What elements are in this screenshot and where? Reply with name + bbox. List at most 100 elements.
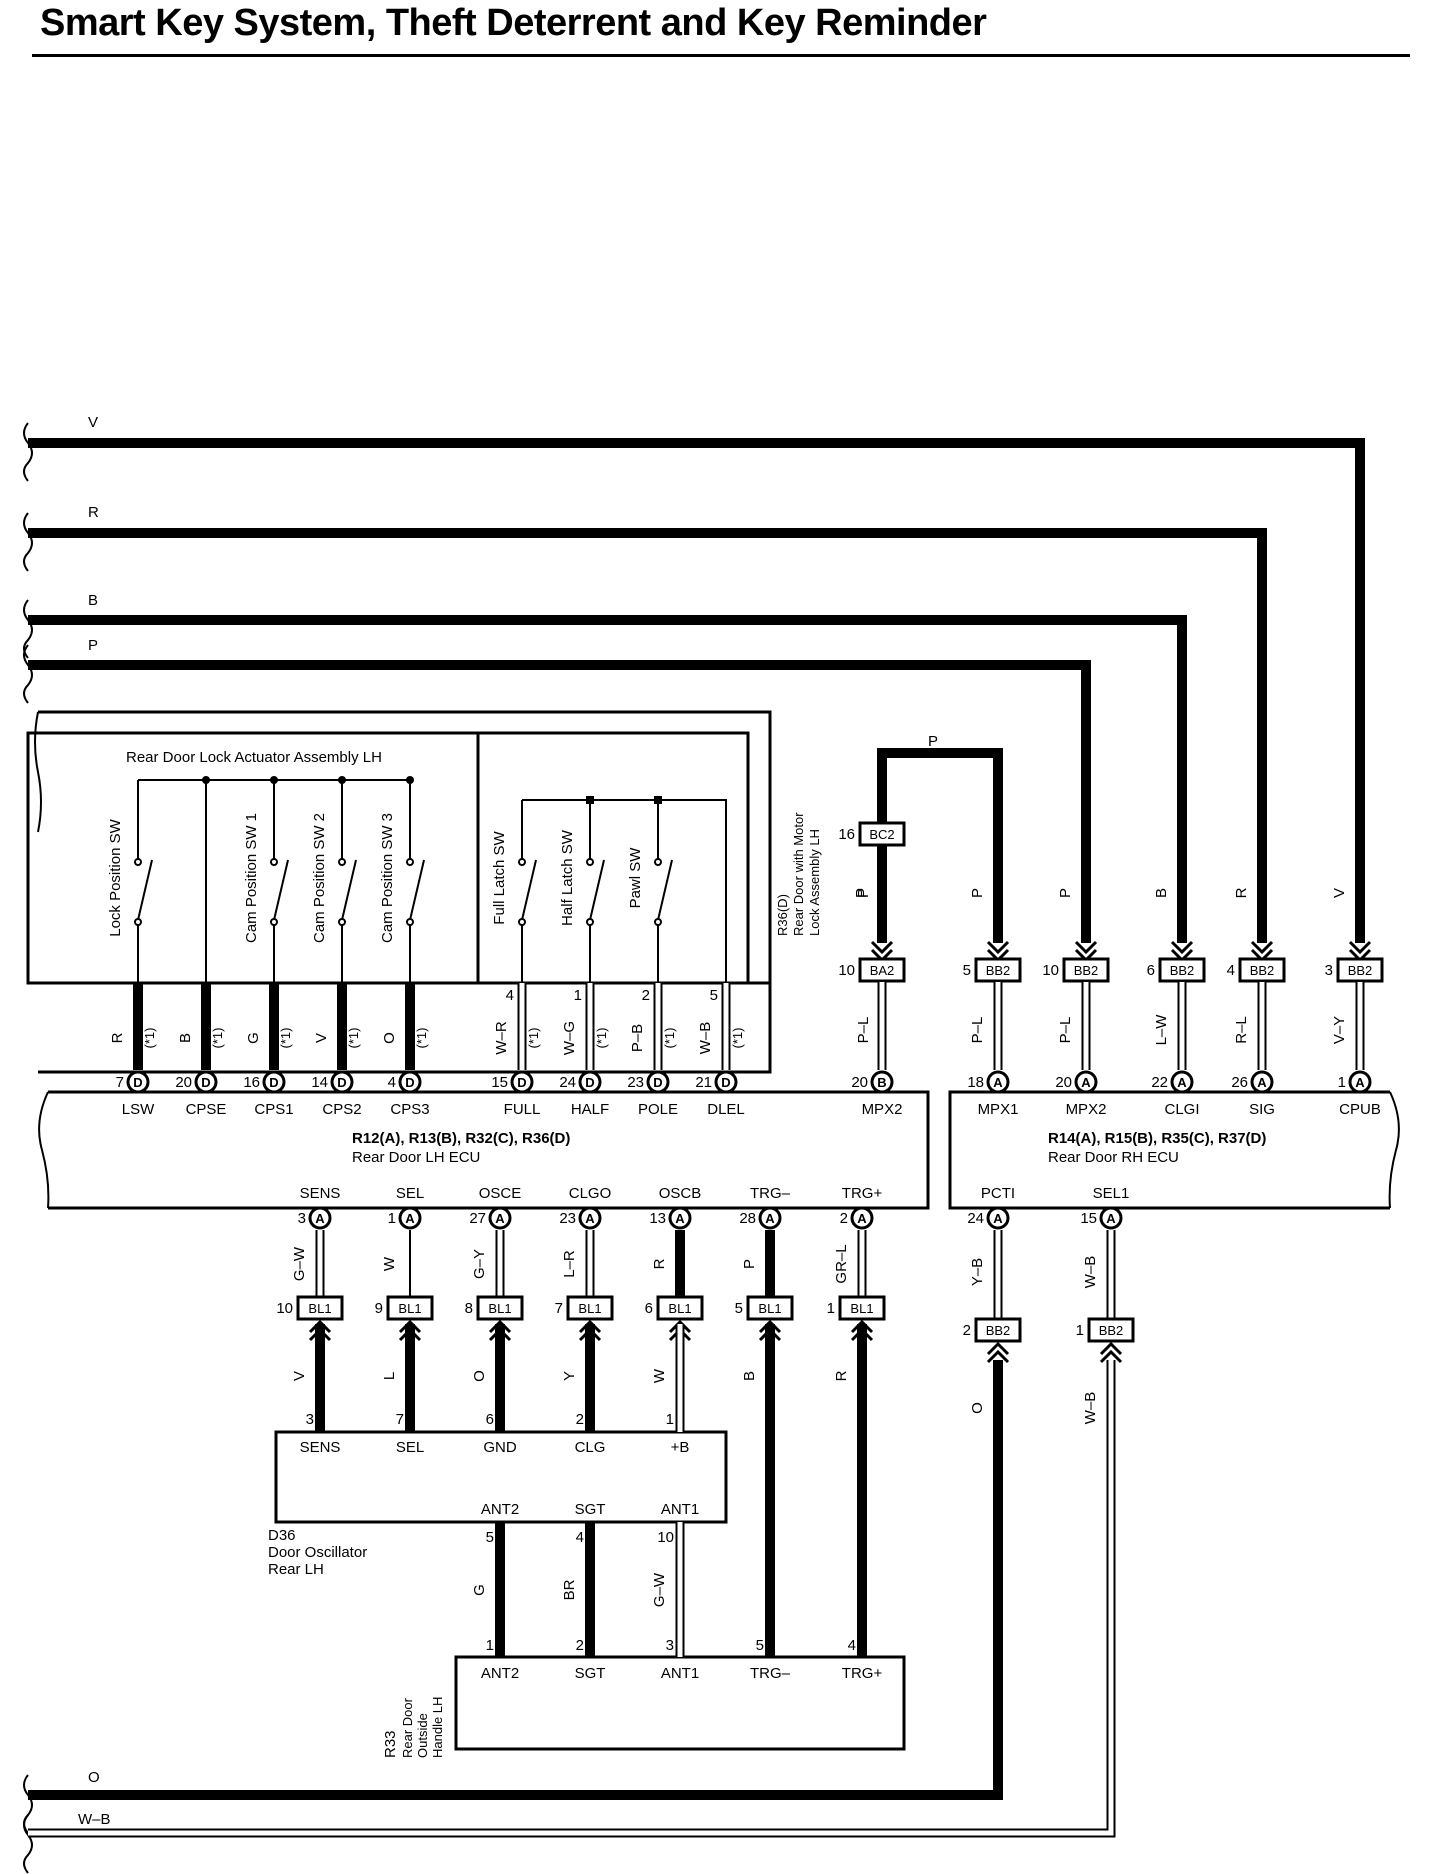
lh-bottom-pin-num: 3 (298, 1210, 306, 1227)
rh-top-wire-color: R–L (1233, 1016, 1250, 1044)
bl1-connector-num: 9 (375, 1300, 383, 1317)
latch-label: Half Latch SW (559, 829, 576, 926)
bc2-wire-color: P (855, 888, 872, 898)
wire-r (28, 528, 1267, 943)
bl1-connector-num: 6 (645, 1300, 653, 1317)
upper-connector-arrow (1250, 940, 1274, 963)
lh-top-pin-circle (262, 1070, 286, 1094)
upper-connector-num: 4 (1227, 962, 1235, 979)
rh-top-pin-conn: A (1177, 1075, 1187, 1090)
rh-top-pin-circle (1170, 1070, 1194, 1094)
lh-top-pin-num: 16 (243, 1074, 260, 1091)
bus-wire-breaks (23, 422, 33, 1874)
rh-top-pin-circle (1074, 1070, 1098, 1094)
rh-top-pin-conn: A (1355, 1075, 1365, 1090)
lh-bottom-pin-name: OSCB (659, 1185, 702, 1202)
latch-common-bus (522, 799, 727, 983)
wire-p (28, 660, 1091, 943)
wire-v (28, 438, 1365, 943)
lh-ecu-code: R12(A), R13(B), R32(C), R36(D) (352, 1130, 570, 1147)
actuator-ref-name-1: Rear Door with Motor (791, 812, 806, 936)
upper-connector-label: BA2 (870, 963, 895, 978)
osc-bottom-pin-num: 4 (576, 1529, 584, 1546)
switch-contact (406, 918, 414, 926)
osc-top-pin-num: 1 (666, 1411, 674, 1428)
mpx2-wire-color: P–L (855, 1017, 872, 1044)
upper-wire-color: P (969, 888, 986, 898)
bc2-connector-box (858, 821, 906, 847)
handle-pin-name: TRG– (750, 1665, 791, 1682)
lh-bottom-wire-color: G–Y (471, 1249, 488, 1279)
lh-bottom-pin-num: 1 (388, 1210, 396, 1227)
lh-top-wire-note: (*1) (414, 1028, 429, 1049)
lh-bottom-wire-color: GR–L (833, 1244, 850, 1283)
lh-top-wire-note: (*1) (526, 1028, 541, 1049)
lh-top-wire-color: W–G (561, 1021, 578, 1055)
rh-lower-connector-label: BB2 (1099, 1323, 1124, 1338)
upper-connector-label: BB2 (1348, 963, 1373, 978)
upper-connector-label: BB2 (1074, 963, 1099, 978)
switch-junction (202, 776, 210, 784)
bl1-connector-label: BL1 (758, 1301, 781, 1316)
upper-wire-color: R (1233, 887, 1250, 898)
osc-bottom-pin-name: ANT2 (481, 1501, 519, 1518)
upper-wire-color: V (1331, 888, 1348, 898)
lh-bottom-pin-num: 28 (739, 1210, 756, 1227)
osc-bottom-pin-num: 5 (486, 1529, 494, 1546)
lh-top-pin-circle (126, 1070, 150, 1094)
wire-label-p: P (88, 637, 98, 654)
oscillator-name-2: Rear LH (268, 1561, 324, 1578)
lh-bottom-wire-color: R (651, 1258, 668, 1269)
switch-blade (409, 859, 425, 921)
lh-bottom-pin-conn: A (765, 1211, 775, 1226)
upper-connector-arrow (986, 940, 1010, 963)
upper-connector-arrow (1348, 940, 1372, 963)
rh-ecu-box (948, 1090, 1400, 1210)
osc-top-pin-name: SENS (300, 1439, 341, 1456)
handle-pin-name: ANT1 (661, 1665, 699, 1682)
handle-pin-num: 4 (848, 1637, 856, 1654)
osc-handle-wire-color: G (471, 1584, 488, 1596)
lh-bottom-pin-name: CLGO (569, 1185, 612, 1202)
rh-bottom-wire-color: Y–B (969, 1258, 986, 1286)
lh-bottom-pin-circle (578, 1206, 602, 1230)
lh-top-pin-circle (510, 1070, 534, 1094)
lh-top-pin-conn: D (337, 1075, 346, 1090)
handle-code: R33 (382, 1730, 399, 1758)
lh-top-pin-num: 23 (627, 1074, 644, 1091)
bl1-connector-label: BL1 (578, 1301, 601, 1316)
rh-bottom-wire-color: W–B (1082, 1256, 1099, 1289)
lh-bottom-pin-name: SENS (300, 1185, 341, 1202)
upper-wire-color: B (1153, 888, 1170, 898)
lh-top-wire-note: (*1) (730, 1028, 745, 1049)
lh-ecu-name: Rear Door LH ECU (352, 1149, 480, 1166)
wire-label-o: O (88, 1769, 100, 1786)
lh-bottom-pin-circle (488, 1206, 512, 1230)
rh-lower-arrow (1099, 1341, 1123, 1364)
lh-bottom-pin-name: TRG+ (842, 1185, 883, 1202)
oscillator-code: D36 (268, 1527, 296, 1544)
bottom-wires (28, 1360, 1116, 1838)
bl1-connector-num: 8 (465, 1300, 473, 1317)
lh-top-pin-name: CPSE (186, 1101, 227, 1118)
rh-top-wire-color: V–Y (1331, 1016, 1348, 1044)
rh-lower-connector-num: 1 (1076, 1322, 1084, 1339)
upper-connector-arrow (870, 940, 894, 963)
handle-pin-num: 5 (756, 1637, 764, 1654)
switch-contact (270, 858, 278, 866)
osc-bottom-pin-num: 10 (657, 1529, 674, 1546)
rh-top-pin-name: MPX2 (1066, 1101, 1107, 1118)
rh-top-pin-num: 26 (1231, 1074, 1248, 1091)
rh-top-pin-circle (1348, 1070, 1372, 1094)
p-loop-label: P (928, 733, 938, 750)
switch-blade (137, 859, 153, 921)
rh-top-wire-color: P–L (1057, 1017, 1074, 1044)
lh-top-pin-num: 15 (491, 1074, 508, 1091)
rh-lower-wire-color: W–B (1082, 1392, 1099, 1425)
actuator-title: Rear Door Lock Actuator Assembly LH (126, 749, 382, 766)
lh-bottom-pin-name: TRG– (750, 1185, 791, 1202)
lh-top-wire-color: G (245, 1032, 262, 1044)
lh-top-pin-num: 4 (388, 1074, 396, 1091)
osc-top-pin-num: 2 (576, 1411, 584, 1428)
